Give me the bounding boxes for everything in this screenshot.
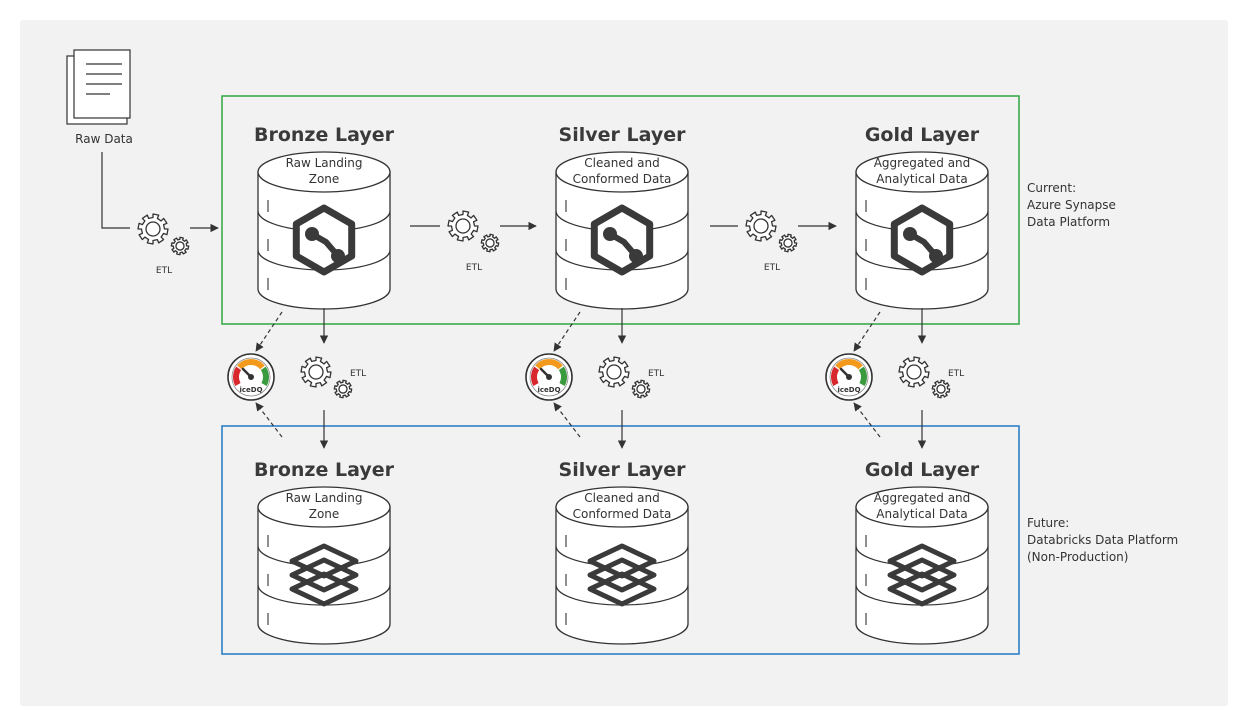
database-label-line-2: Analytical Data <box>876 172 967 186</box>
icedq-label: iceDQ <box>239 386 262 394</box>
raw-data-connector <box>101 152 130 229</box>
etl-gold-migration: ETL <box>898 356 964 399</box>
document-icon <box>66 49 131 125</box>
future-platform-frame <box>221 425 1020 655</box>
etl-label: ETL <box>350 369 366 379</box>
database-label-line-1: Aggregated and <box>874 491 971 505</box>
databricks-icon <box>587 543 657 607</box>
gear-small-icon <box>170 236 190 256</box>
gear-icon <box>745 210 777 242</box>
dq-arrow-silver-from-future <box>553 402 581 438</box>
database-label-line-1: Raw Landing <box>286 156 363 170</box>
dq-arrow-bronze-from-future <box>255 402 283 438</box>
etl-silver-to-gold: ETL <box>745 210 798 273</box>
future-silver-layer-title: Silver Layer <box>559 459 687 481</box>
azure-synapse-icon <box>890 204 954 276</box>
etl-bronze-to-silver: ETL <box>447 210 500 273</box>
raw-data-label: Raw Data <box>75 132 133 146</box>
current-gold-layer-title: Gold Layer <box>865 124 980 146</box>
gear-small-icon <box>631 379 651 399</box>
database-label-line-2: Conformed Data <box>573 172 672 186</box>
icedq-label: iceDQ <box>837 386 860 394</box>
azure-synapse-icon <box>590 204 654 276</box>
future-platform-label: Future: Databricks Data Platform (Non-Pr… <box>1027 516 1182 564</box>
etl-silver-migration: ETL <box>598 356 664 399</box>
current-silver-layer-title: Silver Layer <box>559 124 687 146</box>
icedq-gauge-silver-icon: iceDQ <box>525 353 573 401</box>
azure-synapse-icon <box>292 204 356 276</box>
databricks-icon <box>887 543 957 607</box>
etl-bronze-migration: ETL <box>300 356 366 399</box>
gear-small-icon <box>778 233 798 253</box>
current-platform-label: Current: Azure Synapse Data Platform <box>1027 181 1120 229</box>
database-label-line-1: Raw Landing <box>286 491 363 505</box>
databricks-icon <box>289 543 359 607</box>
etl-label: ETL <box>156 266 172 276</box>
gear-small-icon <box>480 233 500 253</box>
gear-icon <box>898 356 930 388</box>
gear-icon <box>137 213 169 245</box>
etl-label: ETL <box>948 369 964 379</box>
future-gold-layer-title: Gold Layer <box>865 459 980 481</box>
etl-raw-to-bronze: ETL <box>137 213 190 276</box>
database-label-line-1: Cleaned and <box>584 156 659 170</box>
database-label-line-2: Zone <box>309 172 340 186</box>
icedq-gauge-gold-icon: iceDQ <box>825 353 873 401</box>
dq-arrow-bronze-from-current <box>255 311 283 352</box>
database-label-line-1: Cleaned and <box>584 491 659 505</box>
database-label-line-2: Analytical Data <box>876 507 967 521</box>
icedq-label: iceDQ <box>537 386 560 394</box>
icedq-gauge-bronze-icon: iceDQ <box>227 353 275 401</box>
etl-label: ETL <box>648 369 664 379</box>
dq-arrow-gold-from-future <box>853 402 881 438</box>
database-label-line-2: Conformed Data <box>573 507 672 521</box>
gear-icon <box>447 210 479 242</box>
gear-small-icon <box>931 379 951 399</box>
current-platform-frame <box>221 95 1020 325</box>
future-bronze-layer-title: Bronze Layer <box>254 459 395 481</box>
gear-small-icon <box>333 379 353 399</box>
database-label-line-2: Zone <box>309 507 340 521</box>
database-label-line-1: Aggregated and <box>874 156 971 170</box>
gear-icon <box>300 356 332 388</box>
dq-arrow-gold-from-current <box>853 311 881 352</box>
etl-label: ETL <box>466 263 482 273</box>
gear-icon <box>598 356 630 388</box>
dq-arrow-silver-from-current <box>553 311 581 352</box>
current-bronze-layer-title: Bronze Layer <box>254 124 395 146</box>
etl-label: ETL <box>764 263 780 273</box>
